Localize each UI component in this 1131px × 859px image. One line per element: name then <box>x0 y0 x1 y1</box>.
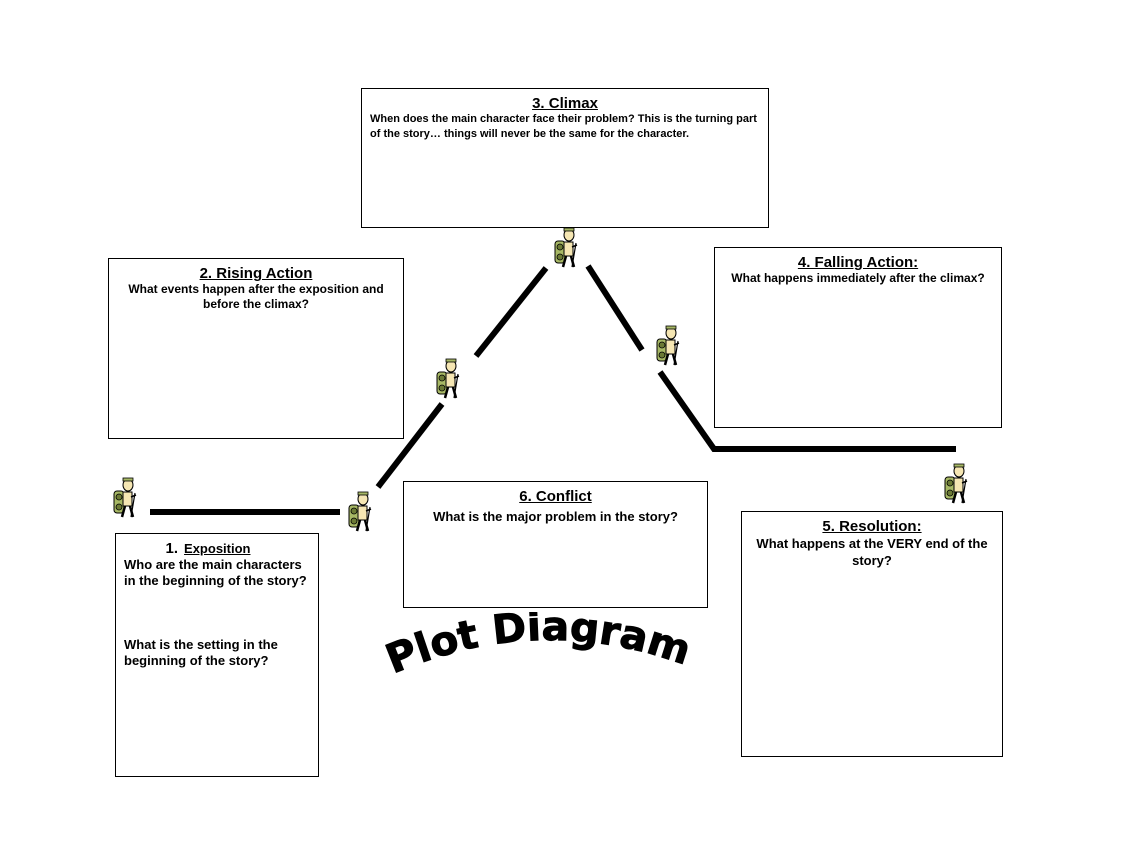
climax-title: 3. Climax <box>532 95 598 112</box>
rising-action-box: 2. Rising Action What events happen afte… <box>108 258 404 439</box>
climax-box: 3. Climax When does the main character f… <box>361 88 769 228</box>
rising-action-title: 2. Rising Action <box>199 265 313 282</box>
resolution-title: 5. Resolution: <box>822 518 922 535</box>
exposition-title: Exposition <box>184 541 251 556</box>
falling-action-box: 4. Falling Action: What happens immediat… <box>714 247 1002 428</box>
falling-action-text: What happens immediately after the clima… <box>731 271 985 285</box>
exposition-question-characters: Who are the main characters in the begin… <box>124 557 307 588</box>
conflict-title: 6. Conflict <box>519 488 592 505</box>
hiker-icon <box>112 476 138 519</box>
plot-line-rising-upper <box>473 266 549 358</box>
diagram-title-text: Plot Diagram <box>385 612 696 682</box>
plot-line-falling-upper <box>585 264 645 352</box>
exposition-heading: 1. Exposition <box>106 540 310 557</box>
hiker-icon <box>347 490 373 533</box>
resolution-text: What happens at the VERY end of the stor… <box>756 536 988 568</box>
conflict-box: 6. Conflict What is the major problem in… <box>403 481 708 608</box>
hiker-icon <box>655 324 681 367</box>
exposition-box: 1. Exposition Who are the main characters… <box>115 533 319 777</box>
resolution-box: 5. Resolution: What happens at the VERY … <box>741 511 1003 757</box>
climax-text: When does the main character face their … <box>370 113 757 140</box>
conflict-text: What is the major problem in the story? <box>433 509 678 524</box>
hiker-icon <box>435 357 461 400</box>
diagram-title: Plot Diagram <box>385 612 697 682</box>
exposition-question-setting: What is the setting in the beginning of … <box>124 637 278 668</box>
rising-action-text: What events happen after the exposition … <box>128 282 384 311</box>
falling-action-title: 4. Falling Action: <box>797 254 919 271</box>
exposition-number: 1. <box>165 540 179 557</box>
plot-line-rising-lower <box>375 402 445 489</box>
plot-line-falling-lower <box>657 370 956 452</box>
hiker-icon <box>943 462 969 505</box>
hiker-icon <box>553 226 579 269</box>
